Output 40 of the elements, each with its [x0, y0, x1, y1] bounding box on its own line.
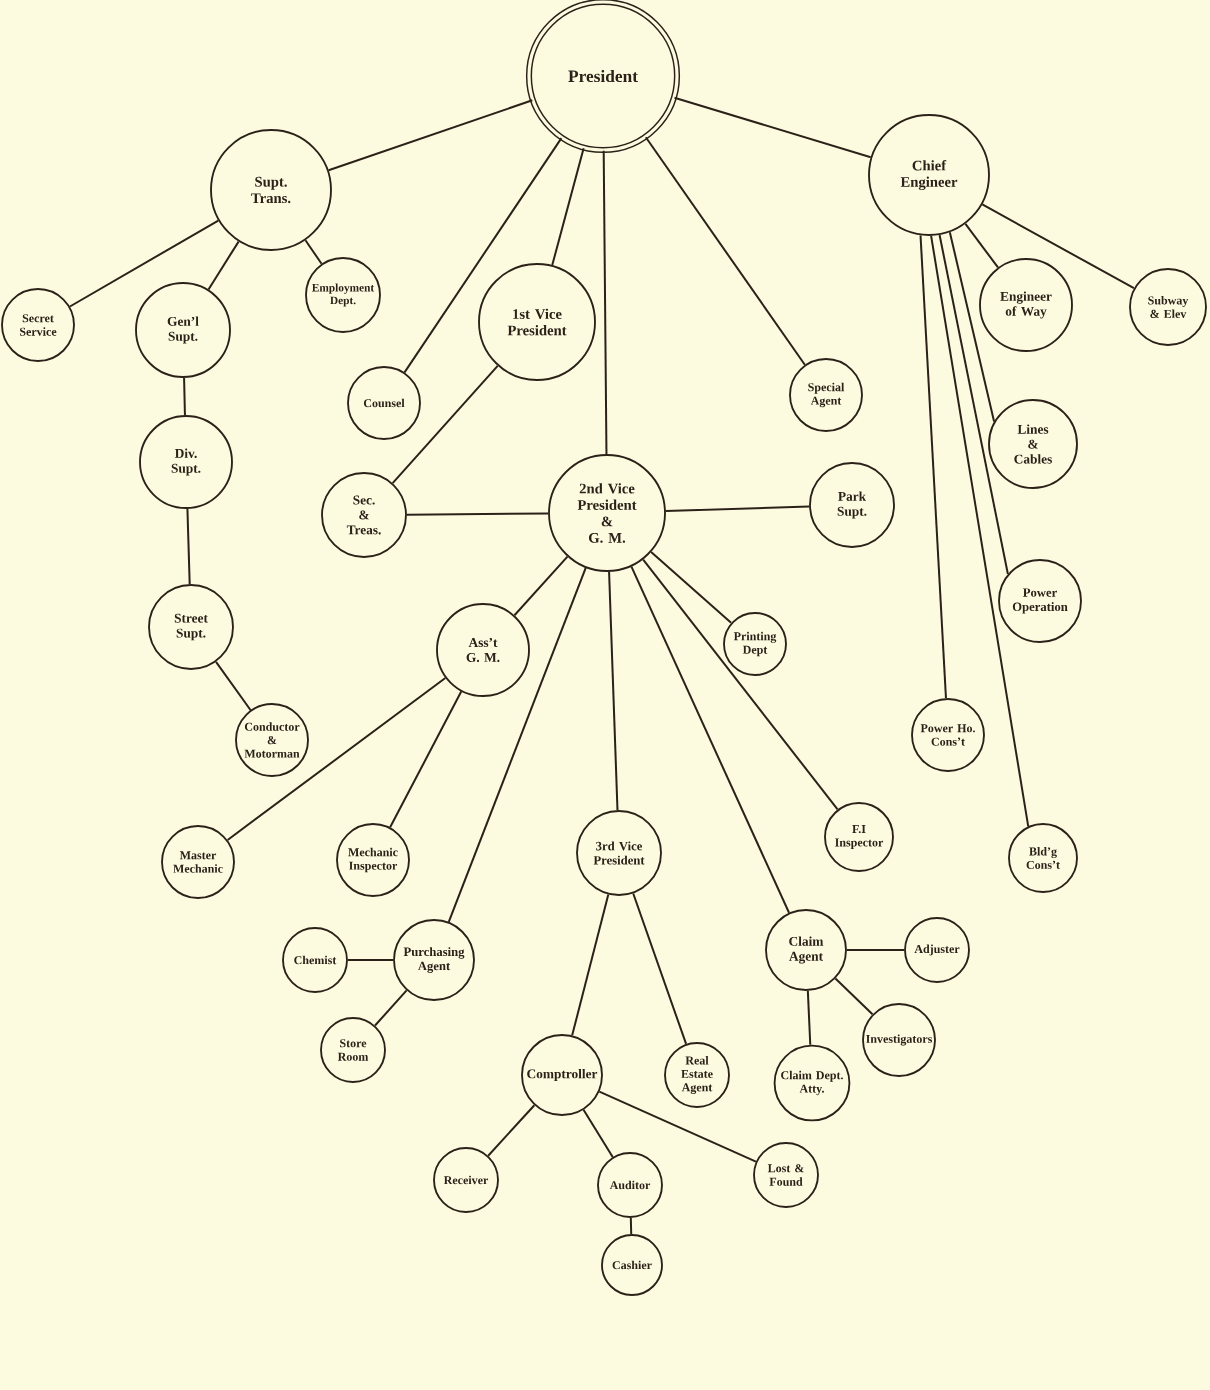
connector-line — [964, 222, 999, 269]
connector-line — [447, 566, 587, 923]
connector-line — [938, 234, 1009, 576]
connector-line — [806, 989, 812, 1046]
connector-line — [650, 551, 733, 624]
connector-line — [642, 558, 839, 811]
connector-line — [602, 149, 608, 456]
connector-line — [598, 1090, 757, 1163]
connector-line — [948, 231, 996, 423]
connector-line — [644, 136, 806, 366]
connector-line — [664, 505, 811, 513]
connector-line — [374, 989, 408, 1027]
connector-line — [919, 234, 947, 700]
connector-line — [930, 234, 1030, 828]
connector-line — [226, 677, 447, 841]
connector-line — [68, 219, 220, 308]
connector-line — [207, 240, 240, 291]
connector-line — [845, 949, 906, 951]
connector-line — [630, 565, 791, 914]
connector-line — [487, 1104, 536, 1157]
connector-line — [582, 1108, 614, 1158]
connector-line — [981, 203, 1135, 290]
connector-line — [571, 893, 610, 1037]
connector-line — [183, 376, 186, 417]
connector-line — [403, 137, 563, 374]
connector-line — [673, 96, 872, 159]
connector-line — [304, 239, 323, 265]
connector-line — [391, 364, 499, 485]
connector-line — [405, 512, 550, 516]
connector-line — [215, 660, 252, 711]
connector-line — [632, 892, 688, 1045]
connector-line — [551, 147, 585, 267]
connector-line — [389, 690, 463, 829]
connector-line — [608, 570, 619, 812]
connector-line — [346, 959, 395, 961]
connector-line — [186, 507, 191, 586]
connector-line — [327, 99, 534, 172]
connector-line — [513, 555, 569, 617]
connector-line — [834, 977, 874, 1016]
connector-line — [629, 1216, 633, 1236]
